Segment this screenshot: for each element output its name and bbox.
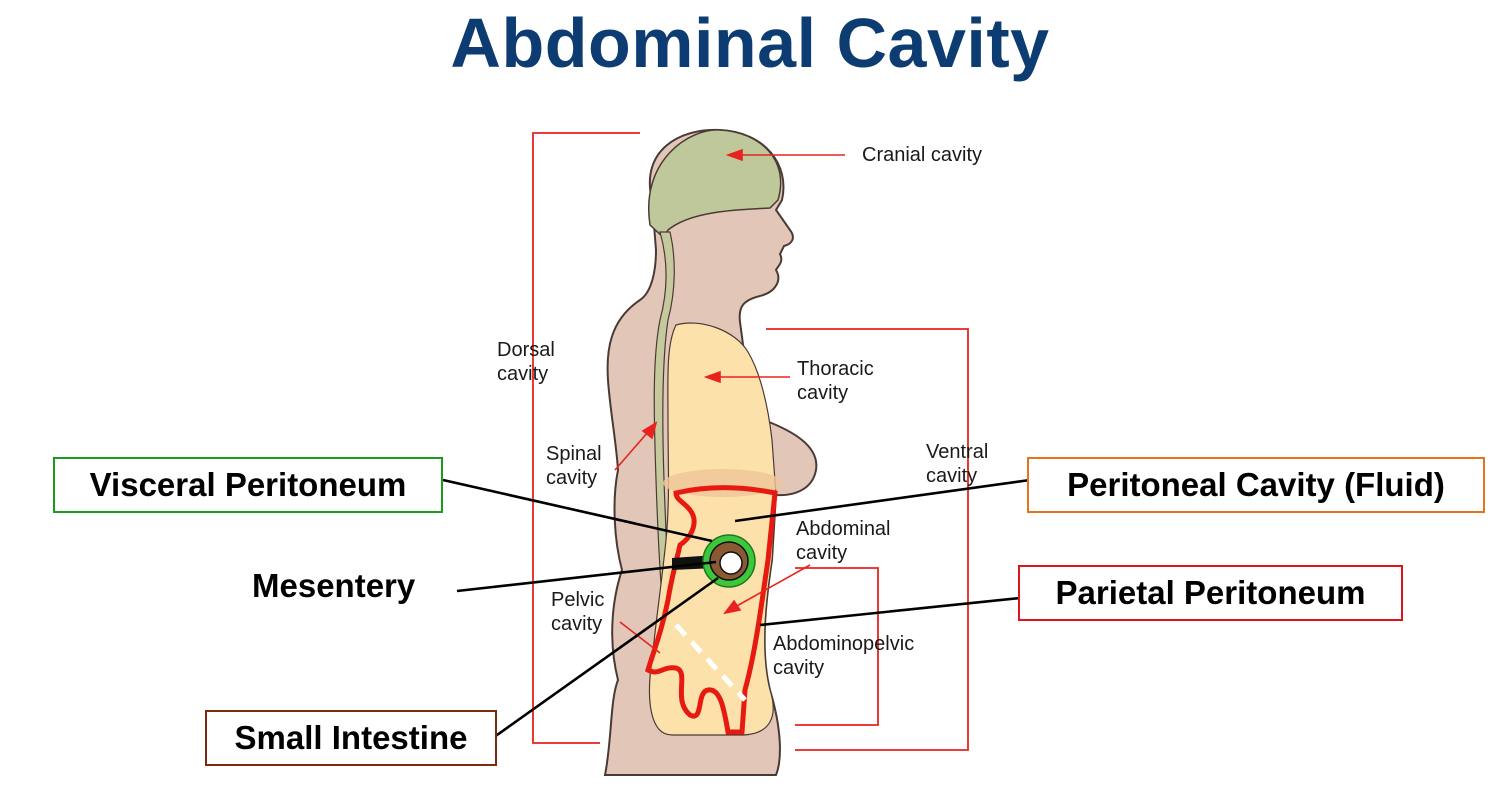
pointer-arrows <box>614 148 845 654</box>
abdominopelvic-cavity-label: Abdominopelvic cavity <box>773 633 915 679</box>
mesentery-callout: Mesentery <box>252 567 416 604</box>
ventral-bracket <box>766 328 969 751</box>
intestine-lumen <box>719 551 743 575</box>
small-intestine-callout: Small Intestine <box>205 710 497 766</box>
ventral-cavity-label: Ventral cavity <box>926 441 989 487</box>
leader-lines <box>442 478 1031 742</box>
cranial-cavity-region <box>647 129 782 240</box>
pelvic-brim-dashed-line <box>674 623 747 702</box>
spinal-cavity-label: Spinal cavity <box>546 443 602 489</box>
page-title: Abdominal Cavity <box>450 4 1050 82</box>
cranial-cavity-label: Cranial cavity <box>862 144 983 166</box>
ventral-cavity-region <box>648 322 777 736</box>
parietal-peritoneum-line <box>645 485 778 735</box>
dorsal-cavity-label: Dorsal cavity <box>497 339 555 385</box>
parietal-peritoneum-callout: Parietal Peritoneum <box>1018 565 1403 621</box>
pelvic-cavity-label: Pelvic cavity <box>551 589 605 635</box>
dorsal-bracket <box>532 132 640 744</box>
abdominopelvic-bracket <box>795 567 879 726</box>
abdominal-cavity-label: Abdominal cavity <box>796 518 891 564</box>
visceral-peritoneum-callout: Visceral Peritoneum <box>53 457 443 513</box>
peritoneal-cavity-callout: Peritoneal Cavity (Fluid) <box>1027 457 1485 513</box>
thoracic-cavity-label: Thoracic cavity <box>797 358 874 404</box>
